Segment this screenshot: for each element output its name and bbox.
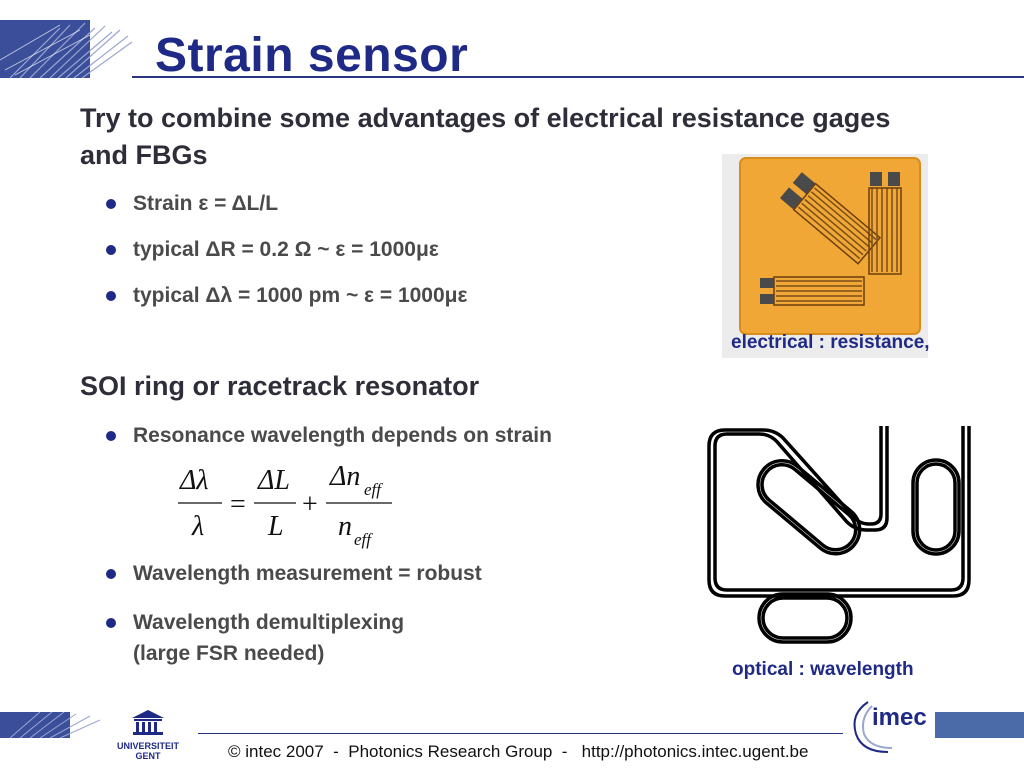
bullet-robust: Wavelength measurement = robust [106,562,482,586]
bullet-strain: Strain ε = ΔL/L [106,192,279,216]
eq-lhs-numerator: Δλ [179,465,209,496]
caption-optical: optical : wavelength [732,659,914,680]
strain-gage-photo [722,154,928,358]
footer-text: © intec 2007 - Photonics Research Group … [228,742,809,761]
bullet-dot [106,199,116,209]
eq-term1-numerator: ΔL [257,465,290,496]
building-icon [132,710,164,735]
section-heading-resonator: SOI ring or racetrack resonator [80,371,480,401]
bullet-dot [106,431,116,441]
intro-text: Try to combine some advantages of electr… [80,103,891,170]
bullet-text: Wavelength measurement = robust [133,562,482,585]
strain-equation: Δλ λ = ΔL L + Δn eff n eff [178,461,392,549]
eq-term2-denominator: n [338,511,352,542]
eq-plus: + [302,489,318,520]
eq-term1-denominator: L [267,511,284,542]
imec-wordmark: imec [872,704,927,731]
resonator-diagram [707,426,971,644]
bullet-text-continuation: (large FSR needed) [133,642,325,665]
bullet-resonance: Resonance wavelength depends on strain [106,424,552,448]
bullet-demultiplexing: Wavelength demultiplexing (large FSR nee… [106,607,405,669]
bullet-dot [106,245,116,255]
bullet-text: Strain ε = ΔL/L [133,192,279,215]
bullet-text: typical ΔR = 0.2 Ω ~ ε = 1000με [133,238,439,261]
bullet-text: Resonance wavelength depends on strain [133,424,552,447]
eq-equals: = [230,489,246,520]
caption-electrical: electrical : resistance, [731,332,930,353]
header-stripe-logo [0,20,133,78]
bullet-dot [106,569,116,579]
university-city: GENT [135,751,161,761]
strain-gage-illustration [739,157,921,335]
bullet-text: Wavelength demultiplexing [133,611,405,634]
footer-stripe-logo [0,712,101,738]
university-name: UNIVERSITEIT [116,741,179,751]
eq-term2-numerator: Δn [329,461,360,492]
bullet-text: typical Δλ = 1000 pm ~ ε = 1000με [133,284,468,307]
imec-logo: imec [848,694,938,756]
footer-divider [198,733,843,734]
bullet-resistance: typical ΔR = 0.2 Ω ~ ε = 1000με [106,238,439,262]
eq-term2-numerator-subscript: eff [364,480,383,499]
eq-lhs-denominator: λ [191,511,204,542]
bullet-wavelength-shift: typical Δλ = 1000 pm ~ ε = 1000με [106,284,468,308]
footer-right-bar [935,712,1024,738]
university-logo: UNIVERSITEIT GENT [108,708,188,761]
imec-swirl-icon [853,701,893,753]
title-divider [132,76,1024,78]
bullet-dot [106,291,116,301]
bullet-dot [106,618,116,628]
page-title: Strain sensor [155,29,469,82]
eq-term2-denominator-subscript: eff [354,530,373,549]
